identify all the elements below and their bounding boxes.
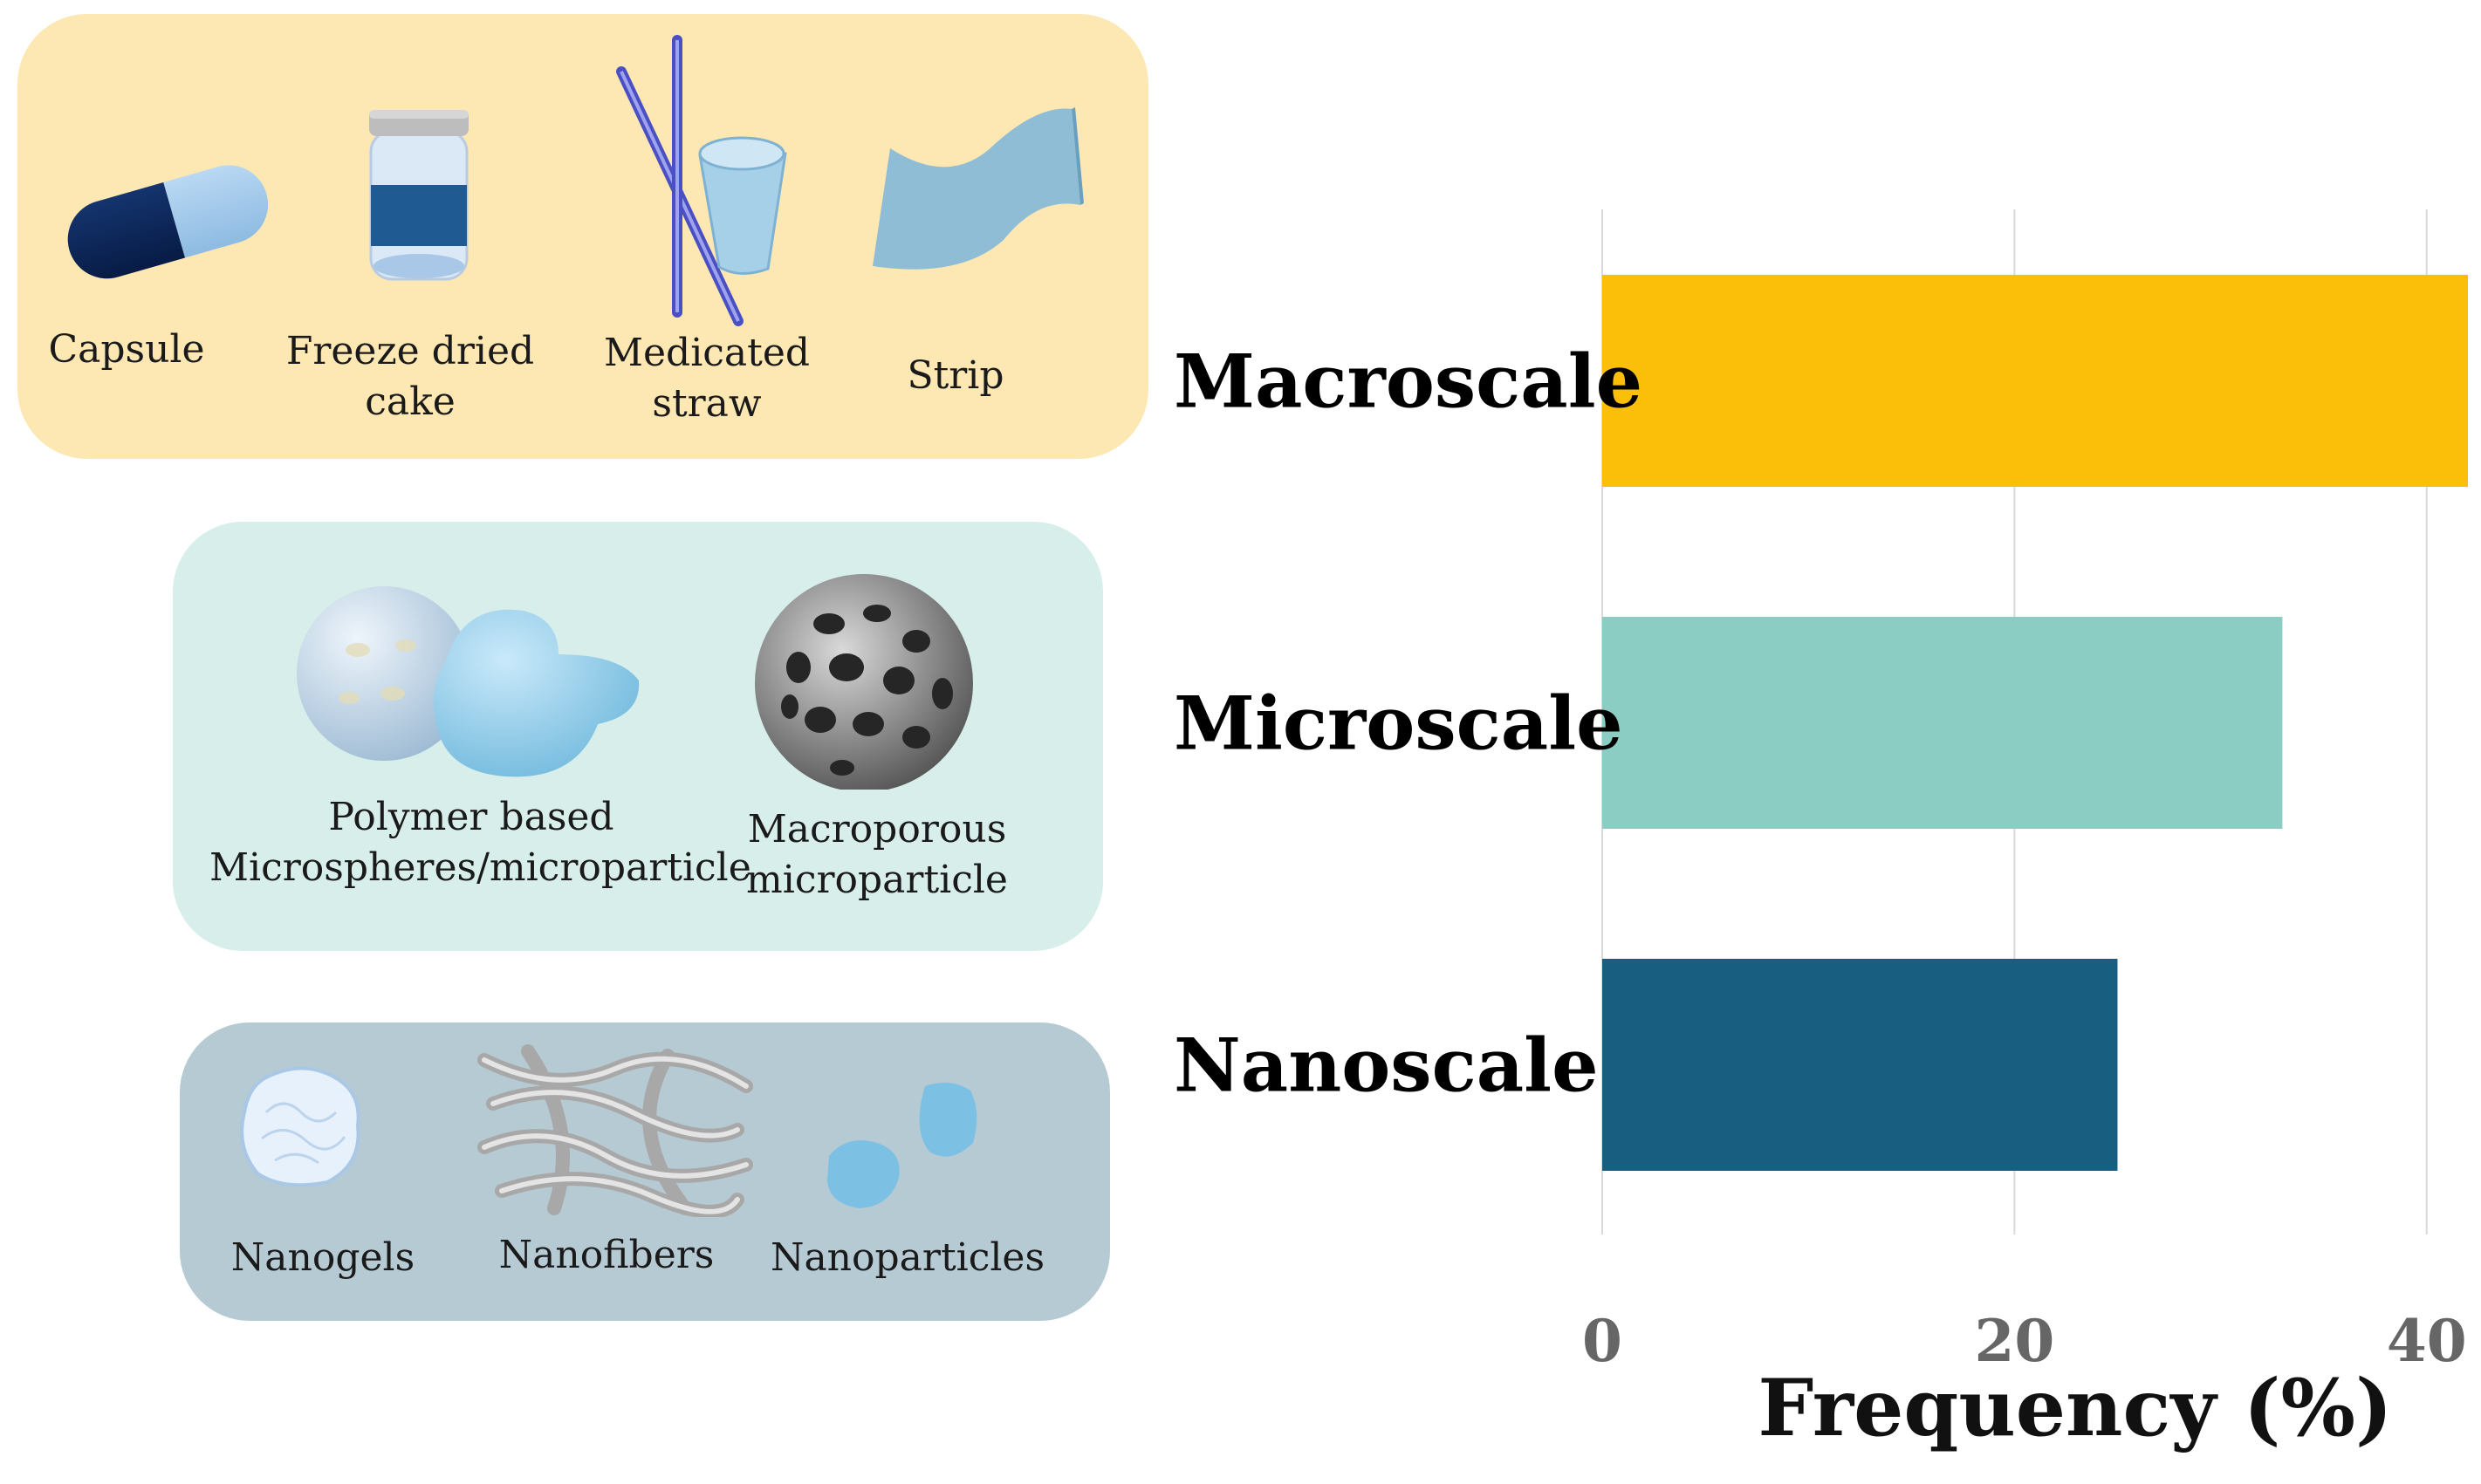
bar-nanoscale [1602, 959, 2118, 1171]
category-label-microscale: Microscale [1174, 680, 1623, 767]
x-tick-label: 20 [1974, 1307, 2054, 1375]
nanogel-icon [240, 1066, 360, 1187]
polymer-microsphere-icon [297, 586, 640, 777]
strip-icon [873, 107, 1084, 270]
capsule-icon [67, 165, 269, 279]
freeze-dried-cake-label: Freeze dried cake [279, 326, 541, 427]
x-tick-label: 0 [1582, 1307, 1622, 1375]
chart-x-tick-labels: 0 20 40 [1582, 1307, 2467, 1375]
strip-label: Strip [907, 353, 1004, 398]
x-tick-label: 40 [2387, 1307, 2467, 1375]
nanoparticles-label: Nanoparticles [770, 1235, 1045, 1280]
x-axis-label: Frequency (%) [1758, 1362, 2392, 1454]
nanoparticles-icon [827, 1083, 977, 1208]
medicated-straw-label-line1: Medicated [603, 331, 811, 375]
bar-macroscale [1602, 275, 2468, 487]
bar-microscale [1602, 617, 2283, 829]
macroporous-microparticle-label-line2: microparticle [746, 858, 1008, 902]
freeze-dried-cake-icon [369, 110, 469, 281]
polymer-microsphere-label-line1: Polymer based [328, 795, 614, 839]
macroporous-microparticle-label-line1: Macroporous [747, 807, 1007, 851]
chart-bars [1602, 275, 2468, 1171]
freeze-dried-cake-label-line2: cake [365, 380, 456, 424]
medicated-straw-label-line2: straw [652, 381, 762, 426]
nanogels-label: Nanogels [230, 1235, 415, 1280]
category-label-macroscale: Macroscale [1174, 339, 1642, 425]
polymer-microsphere-label-line2: Microspheres/microparticle [209, 845, 751, 890]
macroporous-microparticle-label: Macroporous microparticle [746, 804, 1008, 906]
nanofibers-icon [477, 1044, 753, 1217]
polymer-microsphere-label: Polymer based Microspheres/microparticle [209, 792, 751, 893]
freeze-dried-cake-label-line1: Freeze dried [285, 329, 535, 373]
nanofibers-label: Nanofibers [498, 1233, 715, 1277]
capsule-label: Capsule [48, 327, 205, 372]
medicated-straw-label: Medicated straw [580, 328, 833, 429]
category-label-nanoscale: Nanoscale [1174, 1022, 1599, 1109]
macroporous-microparticle-icon [755, 574, 973, 790]
medicated-straw-icon [616, 35, 787, 326]
